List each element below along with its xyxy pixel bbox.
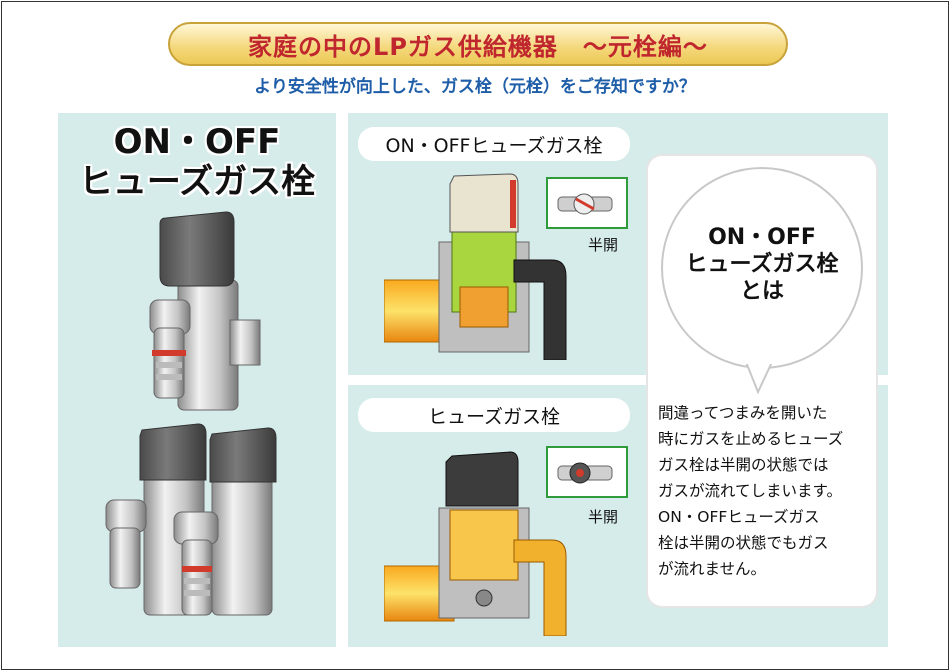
explanation-line: ガス栓は半開の状態では <box>658 456 829 474</box>
explanation-heading-line2: ヒューズガス栓 <box>685 252 839 277</box>
fuse-valve-cutaway-illustration <box>384 451 567 636</box>
page-title: 家庭の中のLPガス供給機器 ～元栓編～ <box>248 32 708 61</box>
fuse-valve-label: ヒューズガス栓 <box>358 398 630 432</box>
explanation-line: ガスが流れてしまいます。 <box>658 482 842 500</box>
valve-handle-icon <box>557 462 613 484</box>
half-open-inset-top <box>546 177 628 229</box>
speech-bubble-shape <box>661 167 863 395</box>
twin-fuse-valve-illustration <box>105 423 277 616</box>
on-off-valve-cutaway-illustration <box>384 173 567 360</box>
explanation-line: ON・OFFヒューズガス <box>658 508 820 526</box>
half-open-caption-top: 半開 <box>588 236 619 254</box>
explanation-line: 間違ってつまみを開いた <box>658 404 828 422</box>
left-panel-heading: ON・OFF ヒューズガス栓 <box>58 122 336 202</box>
explanation-body: 間違ってつまみを開いた 時にガスを止めるヒューズ ガス栓は半開の状態では ガスが… <box>658 400 870 582</box>
explanation-heading: ON・OFF ヒューズガス栓 とは <box>648 224 876 305</box>
title-banner: 家庭の中のLPガス供給機器 ～元栓編～ <box>168 22 788 66</box>
half-open-caption-bottom: 半開 <box>588 508 619 526</box>
explanation-line: 時にガスを止めるヒューズ <box>658 430 844 448</box>
on-off-fuse-valve-illustration <box>149 211 261 411</box>
left-heading-line1: ON・OFF <box>113 122 281 162</box>
explanation-line: が流れません。 <box>658 560 767 578</box>
explanation-line: 栓は半開の状態でもガス <box>658 534 829 552</box>
on-off-fuse-valve-label: ON・OFFヒューズガス栓 <box>358 127 630 161</box>
explanation-heading-line3: とは <box>739 279 784 304</box>
page-subtitle: より安全性が向上した、ガス栓（元栓）をご存知ですか？ <box>254 77 696 97</box>
half-open-inset-bottom <box>546 446 628 498</box>
valve-handle-icon <box>557 193 613 215</box>
explanation-heading-line1: ON・OFF <box>708 225 816 250</box>
left-heading-line2: ヒューズガス栓 <box>78 162 316 202</box>
